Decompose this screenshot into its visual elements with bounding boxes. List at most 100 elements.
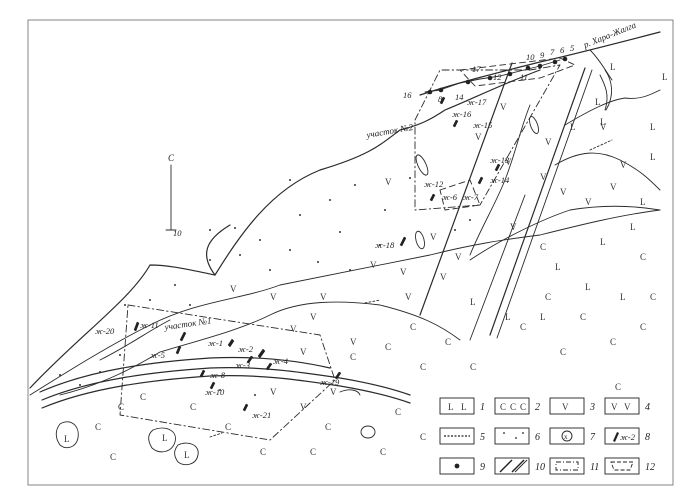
lithology-glyph: C — [420, 362, 426, 372]
dot-glyph — [59, 374, 61, 376]
lithology-glyph: V — [290, 324, 297, 334]
lithology-glyph: L — [650, 122, 656, 132]
dike-marks — [209, 139, 613, 438]
svg-text:4: 4 — [645, 402, 650, 413]
lithology-glyph: C — [650, 292, 656, 302]
dot-glyph — [234, 227, 236, 229]
svg-text:L: L — [448, 402, 454, 412]
lenses — [55, 69, 612, 466]
lithology-glyph: C — [470, 362, 476, 372]
lithology-glyph: L — [630, 222, 636, 232]
lithology-glyph: C — [640, 252, 646, 262]
deposit-label: ж-1 — [208, 338, 223, 348]
lithology-glyph: V — [500, 102, 507, 112]
svg-text:V: V — [611, 402, 618, 412]
lithology-glyph: V — [330, 387, 337, 397]
lithology-glyph: C — [520, 322, 526, 332]
lithology-glyph: C — [140, 392, 146, 402]
lithology-glyph: V — [510, 222, 517, 232]
svg-text:2: 2 — [535, 402, 540, 413]
deposit-label: ж-6 — [442, 192, 458, 202]
deposit-label: ж-18 — [375, 240, 395, 250]
dot-glyph — [409, 177, 411, 179]
lithology-glyph: L — [555, 262, 561, 272]
lithology-glyph: V — [505, 157, 512, 167]
deposit-label: ж-17 — [467, 97, 487, 107]
svg-text:L: L — [461, 402, 467, 412]
lithology-glyph: C — [395, 407, 401, 417]
deposit-label: ж-21 — [252, 410, 271, 420]
lithology-glyph: C — [540, 242, 546, 252]
dot-glyph — [379, 244, 381, 246]
lithology-glyph: C — [560, 347, 566, 357]
road-band — [39, 356, 411, 409]
lithology-glyph: L — [600, 237, 606, 247]
dot-glyph — [119, 354, 121, 356]
svg-text:9: 9 — [480, 462, 485, 473]
lithology-glyph: C — [410, 322, 416, 332]
deposit-label: ж-11 — [140, 320, 159, 330]
deposit-label: ж-15 — [473, 120, 492, 130]
lithology-glyph: C — [110, 452, 116, 462]
legend-item: 6 — [494, 427, 540, 445]
deposit-label: ж-2 — [238, 344, 254, 354]
deposit-label: ж-20 — [95, 326, 115, 336]
lithology-glyph: C — [380, 447, 386, 457]
deposit-label: ж-12 — [424, 179, 444, 189]
lithology-glyph: L — [505, 312, 511, 322]
lithology-glyph: L — [184, 450, 190, 460]
lithology-glyph: V — [405, 292, 412, 302]
lithology-glyph: C — [190, 402, 196, 412]
dot-glyph — [354, 184, 356, 186]
lithology-glyph: C — [610, 337, 616, 347]
dot-glyph — [79, 384, 81, 386]
lithology-glyph: C — [445, 337, 451, 347]
svg-text:8: 8 — [645, 432, 650, 443]
lithology-glyph: V — [610, 182, 617, 192]
lithology-glyph: V — [370, 260, 377, 270]
legend-item: 9 — [439, 457, 485, 475]
lithology-glyph: V — [310, 312, 317, 322]
lithology-glyph: L — [600, 117, 606, 127]
lithology-glyph: C — [640, 322, 646, 332]
svg-text:V: V — [624, 402, 631, 412]
dot-glyph — [289, 179, 291, 181]
svg-text:3: 3 — [589, 402, 595, 413]
legend-item: ж-2 8 — [604, 427, 650, 445]
lithology-glyph: C — [95, 422, 101, 432]
lithology-glyph: V — [320, 292, 327, 302]
lithology-glyph: L — [64, 434, 70, 444]
dot-glyph — [254, 394, 256, 396]
north-letter: С — [168, 153, 175, 163]
svg-text:ж-2: ж-2 — [620, 432, 636, 442]
legend-item: V 3 — [549, 397, 595, 415]
svg-text:11: 11 — [590, 462, 599, 473]
lithology-glyph: L — [585, 282, 591, 292]
dot-glyph — [317, 261, 319, 263]
deposit-label: ж-16 — [452, 109, 472, 119]
lithology-glyph: L — [610, 62, 616, 72]
point-8: 8 — [438, 94, 443, 104]
lithology-glyph: L — [540, 312, 546, 322]
svg-text:12: 12 — [645, 462, 655, 473]
deposit-label: ж-13 — [490, 155, 509, 165]
lithology-glyph: L — [662, 72, 668, 82]
legend-item: 12 — [604, 457, 655, 475]
inner-box — [439, 179, 481, 211]
lithology-glyph: C — [385, 342, 391, 352]
dot-glyph — [339, 231, 341, 233]
lithology-glyph: V — [300, 347, 307, 357]
lithology-glyph: V — [455, 252, 462, 262]
dot-glyph — [219, 389, 221, 391]
svg-text:10: 10 — [535, 462, 545, 473]
deposit-bodies — [133, 96, 501, 412]
deposit-label: ж-14 — [490, 175, 510, 185]
svg-text:1: 1 — [480, 402, 485, 413]
point-16: 16 — [403, 90, 412, 100]
dot-glyph — [454, 229, 456, 231]
dot-glyph — [189, 304, 191, 306]
lithology-glyph: V — [475, 132, 482, 142]
lithology-glyph: C — [225, 422, 231, 432]
